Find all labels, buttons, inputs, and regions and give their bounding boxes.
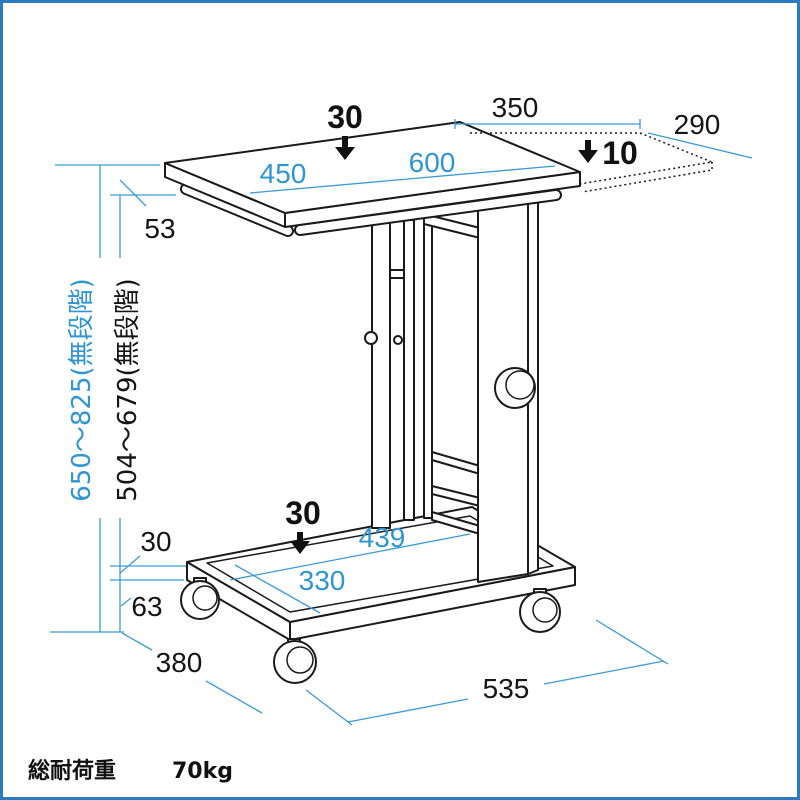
height-lock-knob-inner [393, 335, 403, 345]
label-shelf-height: 504～679(無段階) [113, 278, 143, 502]
load-arrows [290, 136, 598, 554]
base-inner-rim [206, 515, 554, 613]
label-extension-depth: 290 [674, 109, 721, 140]
dim-top-thickness-leader [119, 179, 147, 207]
caster-left-hub [192, 585, 218, 611]
label-base-depth: 380 [156, 647, 203, 678]
frame-post-connector [389, 269, 405, 279]
caster-left [180, 577, 220, 620]
label-extension-width: 350 [492, 92, 539, 123]
main-column [477, 197, 539, 583]
tabletop-rail-right-fill [296, 191, 560, 234]
tabletop-top-surface [164, 121, 581, 214]
height-lock-knob-left [364, 331, 378, 345]
label-top-width: 600 [409, 147, 456, 178]
caster-right-hub [532, 597, 558, 623]
tabletop-rail-left-fill [182, 185, 292, 235]
casters [180, 577, 561, 684]
dim-extension-depth-line [647, 132, 753, 159]
dim-base-height-leader [120, 597, 132, 607]
caster-right [519, 588, 561, 633]
dimension-labels: 30 350 290 10 450 600 53 650～825(無段階) 50… [67, 92, 720, 704]
frame-post-inner [403, 219, 415, 521]
dim-base-width-ext-right [595, 619, 669, 665]
extension-top-outline [470, 132, 715, 185]
dim-top-surface-line [249, 165, 556, 194]
dim-base-width-line-b [543, 660, 665, 685]
label-overall-height: 650～825(無段階) [67, 278, 97, 502]
label-top-thickness: 53 [144, 213, 175, 244]
dim-shelf-width-line [229, 533, 471, 581]
load-capacity-note: 総耐荷重 70kg [28, 758, 233, 784]
frame-post-left [371, 221, 391, 529]
side-extension-outline [470, 132, 715, 193]
frame-post-right [423, 215, 433, 519]
caster-front [273, 638, 317, 684]
label-shelf-rim: 30 [140, 526, 171, 557]
tabletop [164, 121, 581, 237]
load-capacity-value: 70kg [172, 759, 233, 784]
dim-base-width-line-a [347, 698, 469, 723]
top-load-arrow-icon [335, 136, 355, 160]
extension-drop-arrow-icon [578, 140, 598, 163]
load-capacity-label: 総耐荷重 [28, 758, 116, 784]
caster-front-hub [286, 646, 314, 674]
label-shelf-load: 30 [285, 495, 321, 531]
label-shelf-width: 439 [359, 522, 406, 553]
label-top-depth: 450 [260, 158, 307, 189]
caster-right-wheel [519, 591, 561, 633]
extension-bottom-outline [581, 162, 713, 193]
dim-base-depth-line-a [121, 632, 153, 651]
dim-base-width-ext-left [305, 689, 353, 726]
dim-shelf-depth-line [234, 564, 321, 614]
label-extension-drop: 10 [602, 135, 638, 171]
label-shelf-depth: 330 [299, 565, 346, 596]
height-adjust-knob-face [505, 370, 535, 400]
shelf-load-arrow-icon [290, 532, 310, 554]
label-base-height: 63 [131, 591, 162, 622]
dim-base-depth-line-b [205, 680, 263, 714]
dim-shelf-rim-leader [119, 555, 141, 574]
label-base-width: 535 [483, 673, 530, 704]
dimension-lines [50, 119, 753, 726]
label-top-load: 30 [327, 99, 363, 135]
